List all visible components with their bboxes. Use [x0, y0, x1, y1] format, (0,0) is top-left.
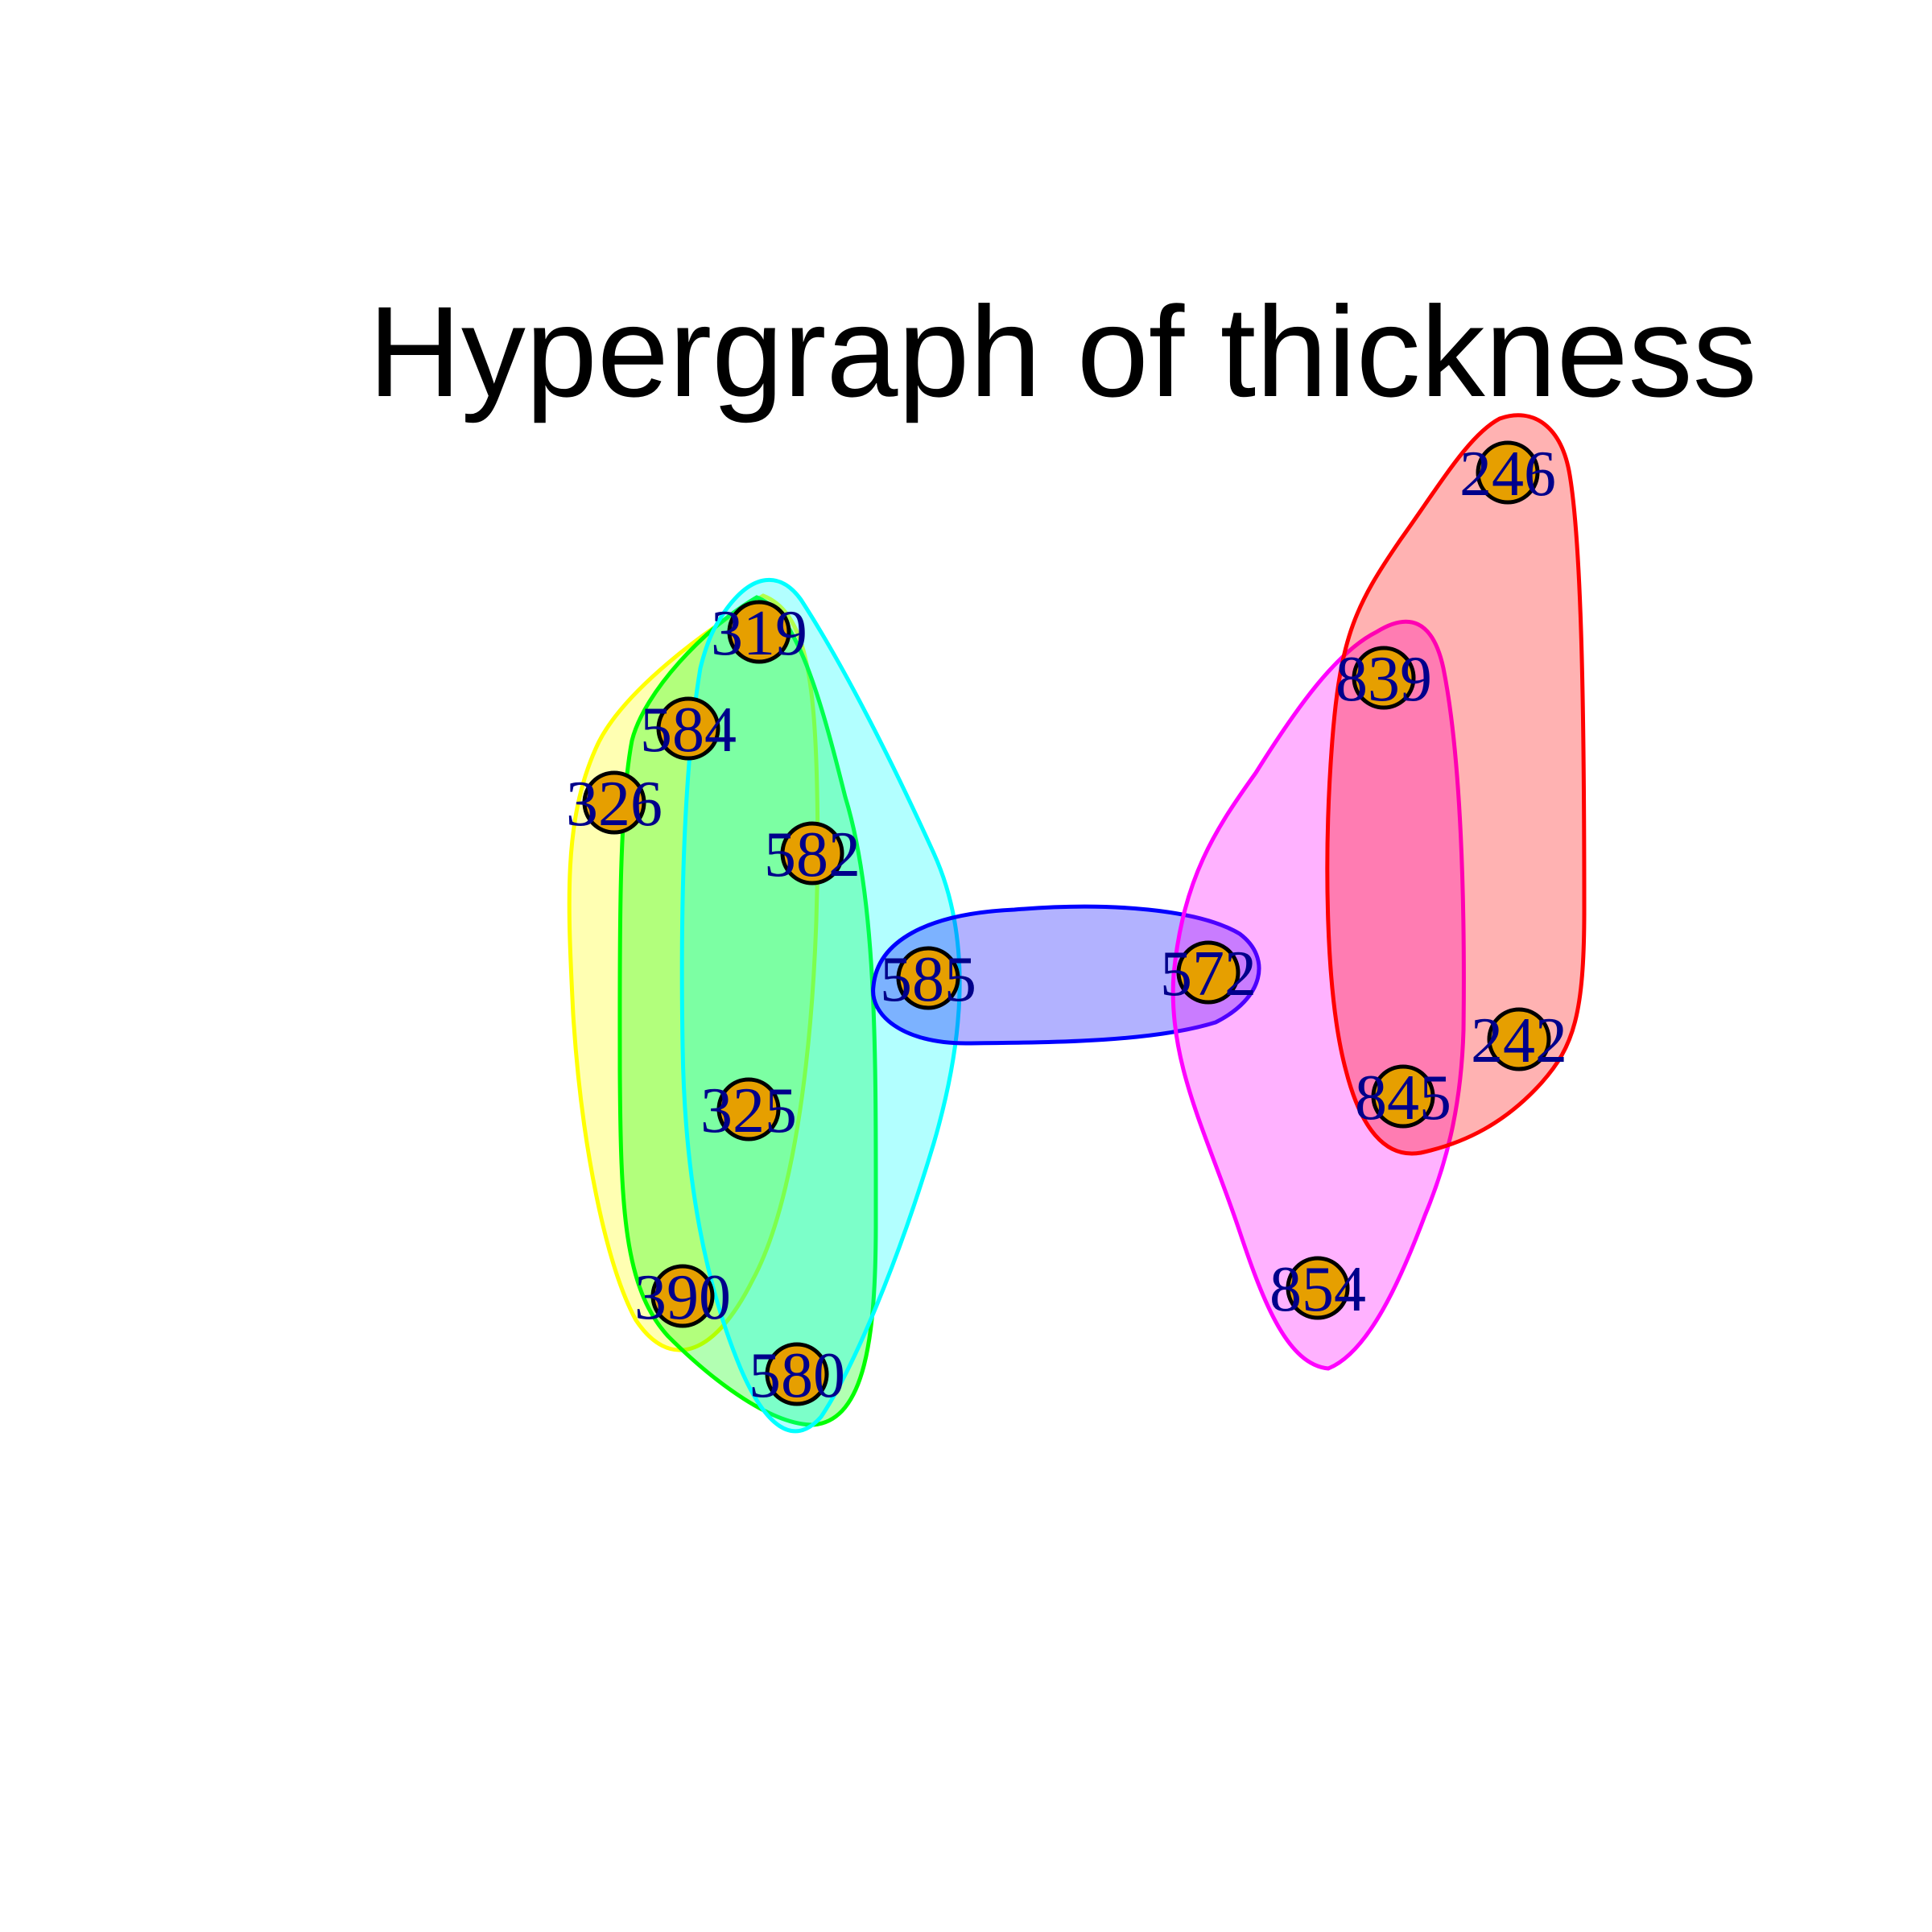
vertex-marker [727, 600, 791, 664]
vertex-label: 584 [640, 695, 737, 766]
vertex-845: 845 [1355, 1063, 1451, 1133]
vertex-label: 325 [700, 1075, 797, 1146]
vertex-326: 326 [566, 769, 663, 840]
vertex-marker [582, 770, 646, 835]
vertex-label: 242 [1471, 1005, 1567, 1076]
vertex-marker [780, 821, 844, 886]
vertex-marker [1286, 1256, 1350, 1320]
vertex-580: 580 [749, 1340, 845, 1411]
vertex-marker [1176, 940, 1241, 1005]
vertex-582: 582 [764, 819, 861, 890]
vertex-marker [1352, 646, 1416, 710]
vertex-572: 572 [1160, 939, 1257, 1009]
vertex-label: 572 [1160, 939, 1257, 1009]
vertex-246: 246 [1459, 439, 1556, 510]
vertex-label: 319 [711, 598, 807, 669]
plot-title: Hypergraph of thickness [368, 279, 1757, 423]
vertex-242: 242 [1471, 1005, 1567, 1076]
vertex-marker [656, 696, 720, 761]
vertex-label: 326 [566, 769, 663, 840]
hyperedge-red [1325, 413, 1587, 1156]
vertex-marker [716, 1077, 781, 1141]
vertex-marker [896, 946, 960, 1010]
vertex-label: 582 [764, 819, 861, 890]
vertex-marker [1476, 440, 1540, 505]
vertex-marker [1487, 1007, 1551, 1071]
vertex-390: 390 [634, 1262, 731, 1333]
hyperedge-cyan [679, 578, 962, 1434]
vertex-marker [1371, 1064, 1435, 1129]
hyperedge-magenta [1170, 619, 1466, 1371]
vertex-325: 325 [700, 1075, 797, 1146]
vertex-854: 854 [1269, 1254, 1366, 1325]
vertex-584: 584 [640, 695, 737, 766]
vertex-label: 580 [749, 1340, 845, 1411]
vertex-839: 839 [1335, 644, 1432, 715]
vertex-marker [765, 1342, 829, 1406]
vertex-label: 845 [1355, 1063, 1451, 1133]
vertex-319: 319 [711, 598, 807, 669]
vertex-label: 390 [634, 1262, 731, 1333]
vertex-marker [650, 1264, 715, 1328]
vertex-label: 839 [1335, 644, 1432, 715]
vertex-label: 246 [1459, 439, 1556, 510]
hyperedges-layer [567, 413, 1587, 1434]
vertex-label: 854 [1269, 1254, 1366, 1325]
vertex-585: 585 [880, 944, 976, 1015]
hyperedge-blue [871, 904, 1261, 1046]
vertex-label: 585 [880, 944, 976, 1015]
